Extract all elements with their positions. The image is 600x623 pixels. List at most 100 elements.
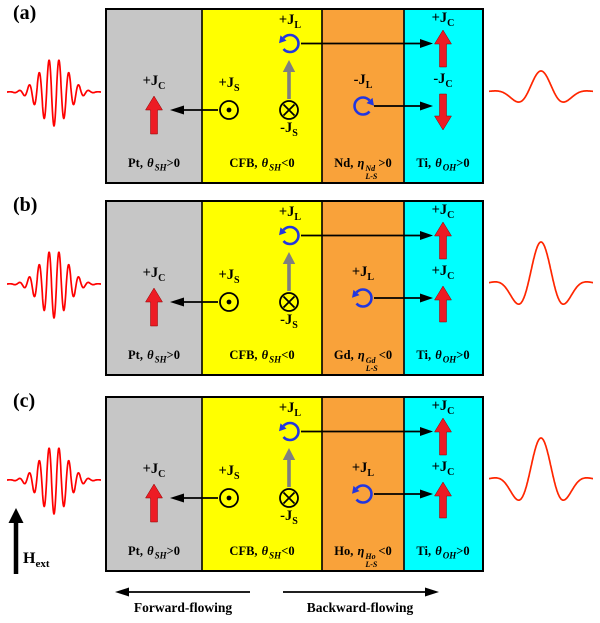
input-pulse-wave [6, 251, 102, 319]
region-pt [107, 202, 202, 374]
panel-b: (b) [0, 194, 600, 384]
jc-arrow-pt-icon [145, 287, 163, 327]
rotation-ccw-orange-icon [352, 288, 373, 308]
spin-injection-arrow-left-icon [170, 297, 218, 307]
js-minus-label: -JS [280, 508, 298, 527]
output-pulse-wave [488, 70, 594, 103]
currents-overlay [145, 10, 452, 182]
jc-top-label-ti: +JC [431, 202, 455, 221]
jc-label-pt: +JC [142, 461, 166, 480]
hext-label: Hext [23, 550, 50, 570]
js-plus-label: +JS [218, 267, 240, 286]
forward-flow-arrow-icon [115, 587, 250, 597]
jc-label-pt: +JC [142, 265, 166, 284]
panel-label: (a) [13, 2, 37, 24]
backward-flow-arrow-icon [283, 587, 439, 597]
jl-label-cfb: +JL [278, 12, 302, 31]
jc-bottom-arrow-down [434, 93, 452, 131]
cfb-layer-label: CFB, θSH<0 [229, 348, 295, 365]
backward-flow-label: Backward-flowing [306, 600, 414, 615]
spin-injection-arrow-left-icon [170, 105, 218, 115]
panel-c: (c) [0, 390, 600, 580]
jc-bottom-label-ti: +JC [431, 263, 455, 282]
rotation-ccw-cfb-icon [279, 33, 300, 54]
forward-flow-label: Forward-flowing [133, 600, 233, 615]
into-page-icon [279, 100, 299, 120]
out-of-page-icon [219, 488, 239, 508]
flow-annotations: Forward-flowing Backward-flowing [0, 584, 600, 623]
jc-arrow-ti-top-icon [434, 221, 452, 260]
js-minus-label: -JS [280, 312, 298, 331]
jc-arrow-pt-icon [145, 483, 163, 523]
ti-layer-label: Ti, θOH>0 [416, 156, 470, 173]
flow-arrows [115, 587, 439, 597]
rotation-ccw-cfb-icon [279, 225, 300, 246]
input-pulse-wave [6, 59, 102, 127]
region-rare-earth [322, 398, 404, 570]
cfb-layer-label: CFB, θSH<0 [229, 156, 295, 173]
jl-label-rare-earth: +JL [351, 460, 375, 479]
layer-stack: +JC +JS -JS +JL -JL +JC -JC Pt, θSH>0 CF… [105, 8, 484, 184]
jc-arrow-ti-top-icon [434, 29, 452, 68]
cfb-layer-label: CFB, θSH<0 [229, 544, 295, 561]
region-pt [107, 398, 202, 570]
hext-subscript: ext [35, 558, 50, 571]
jl-label-rare-earth: -JL [353, 72, 373, 91]
spin-to-orbital-arrow-icon [282, 60, 296, 99]
hext-symbol: H [23, 550, 36, 567]
orange-to-ti-arrow-icon [374, 293, 433, 303]
jc-label-pt: +JC [142, 73, 166, 92]
out-of-page-icon [219, 100, 239, 120]
js-plus-label: +JS [218, 463, 240, 482]
out-of-page-icon [219, 292, 239, 312]
jl-to-ti-arrow-icon [301, 427, 433, 436]
region-rare-earth [322, 202, 404, 374]
panel-label: (c) [13, 390, 36, 412]
region-pt [107, 10, 202, 182]
jl-to-ti-arrow-icon [301, 39, 433, 48]
currents-overlay [145, 202, 452, 374]
orange-to-ti-arrow-icon [374, 489, 433, 499]
input-pulse-wave [6, 447, 102, 515]
panel-label: (b) [13, 194, 38, 216]
jc-arrow-pt-icon [145, 95, 163, 135]
region-cfb [202, 202, 322, 374]
ti-layer-label: Ti, θOH>0 [416, 544, 470, 561]
jc-bottom-label-ti: +JC [431, 459, 455, 478]
rotation-cw-orange-icon [353, 96, 374, 116]
pt-layer-label: Pt, θSH>0 [128, 348, 180, 365]
orange-to-ti-arrow-icon [374, 101, 433, 111]
jc-top-label-ti: +JC [431, 10, 455, 29]
layer-stack: +JC +JS -JS +JL +JL +JC +JC Pt, θSH>0 CF… [105, 396, 484, 572]
jc-bottom-arrow-up [434, 481, 452, 519]
jc-bottom-arrow-up [434, 285, 452, 323]
region-rare-earth [322, 10, 404, 182]
rotation-ccw-orange-icon [352, 484, 373, 504]
jl-label-cfb: +JL [278, 400, 302, 419]
rotation-ccw-cfb-icon [279, 421, 300, 442]
jc-top-label-ti: +JC [431, 398, 455, 417]
pt-layer-label: Pt, θSH>0 [128, 544, 180, 561]
spin-to-orbital-arrow-icon [282, 448, 296, 487]
js-minus-label: -JS [280, 120, 298, 139]
js-plus-label: +JS [218, 75, 240, 94]
output-pulse-wave [488, 241, 594, 306]
jc-bottom-label-ti: -JC [433, 71, 453, 90]
external-field-indicator: Hext [5, 504, 75, 582]
region-cfb [202, 10, 322, 182]
jl-label-cfb: +JL [278, 204, 302, 223]
hext-arrow-icon [8, 508, 24, 574]
into-page-icon [279, 292, 299, 312]
panel-a: (a) [0, 2, 600, 192]
spin-to-orbital-arrow-icon [282, 252, 296, 291]
pt-layer-label: Pt, θSH>0 [128, 156, 180, 173]
region-cfb [202, 398, 322, 570]
ti-layer-label: Ti, θOH>0 [416, 348, 470, 365]
currents-overlay [145, 398, 452, 570]
layer-stack: +JC +JS -JS +JL +JL +JC +JC Pt, θSH>0 CF… [105, 200, 484, 376]
output-pulse-wave [488, 437, 594, 502]
